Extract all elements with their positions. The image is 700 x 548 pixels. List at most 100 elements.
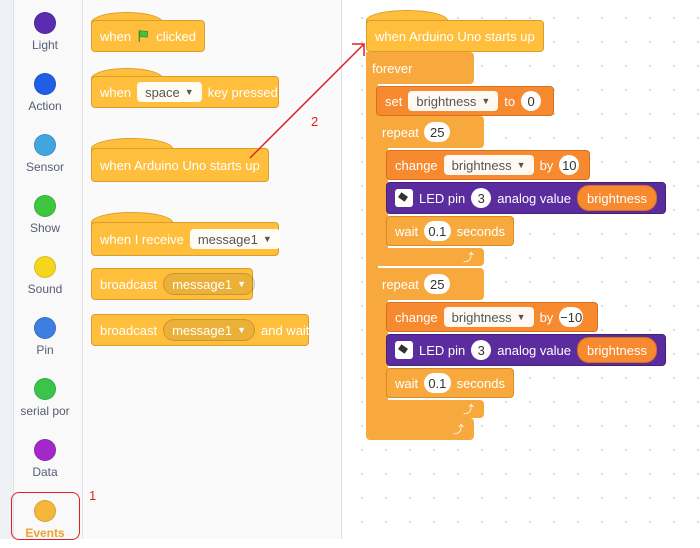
category-label: Pin	[36, 343, 54, 357]
category-label: Events	[25, 526, 65, 540]
block-text: analog value	[497, 190, 571, 206]
pin-category-icon	[34, 317, 56, 339]
category-show[interactable]: Show	[14, 183, 76, 243]
annotation-number-1: 1	[89, 488, 97, 503]
change-variable-block[interactable]: change brightness▼ by 10	[386, 150, 590, 180]
repeat-arm	[376, 300, 388, 404]
category-sensor[interactable]: Sensor	[14, 122, 76, 182]
when-arduino-starts-block[interactable]: when Arduino Uno starts up	[91, 148, 269, 182]
category-data[interactable]: Data	[14, 427, 76, 487]
block-text: wait	[395, 375, 419, 391]
change-variable-block[interactable]: change brightness▼ by −10	[386, 302, 598, 332]
action-category-icon	[34, 73, 56, 95]
set-variable-block[interactable]: set brightness▼ to 0	[376, 86, 554, 116]
wait-seconds-input[interactable]: 0.1	[424, 221, 451, 241]
broadcast-and-wait-block[interactable]: broadcast message1▼ and wait	[91, 314, 309, 346]
light-category-icon	[34, 12, 56, 34]
block-text: repeat	[382, 277, 419, 292]
brightness-reporter[interactable]: brightness	[576, 185, 657, 211]
brightness-reporter[interactable]: brightness	[576, 337, 657, 363]
block-text: set	[385, 93, 403, 109]
block-text: LED pin	[419, 190, 466, 206]
block-text: seconds	[456, 375, 505, 391]
green-flag-icon	[138, 30, 149, 42]
annotation-number-2: 2	[311, 114, 319, 129]
when-arduino-starts-block[interactable]: when Arduino Uno starts up	[366, 20, 544, 52]
block-text: change	[395, 157, 438, 173]
message-dropdown[interactable]: message1▼	[163, 273, 255, 295]
key-dropdown[interactable]: space▼	[137, 82, 202, 102]
block-text: by	[539, 309, 554, 325]
block-text: broadcast	[100, 322, 158, 338]
repeat-block[interactable]: repeat 25	[376, 116, 484, 148]
led-icon	[395, 341, 413, 359]
block-text: forever	[372, 61, 413, 76]
block-text: when I receive	[100, 231, 184, 247]
message-dropdown[interactable]: message1▼	[189, 229, 280, 249]
repeat-block[interactable]: repeat 25	[376, 268, 484, 300]
forever-block[interactable]: forever	[366, 52, 474, 84]
category-sound[interactable]: Sound	[14, 244, 76, 304]
repeat-arm	[376, 148, 388, 252]
serial-port-category-icon	[34, 378, 56, 400]
repeat-count-input[interactable]: 25	[424, 274, 451, 294]
category-action[interactable]: Action	[14, 61, 76, 121]
variable-dropdown[interactable]: brightness▼	[443, 155, 534, 175]
loop-arrow-icon: ⤴	[463, 404, 474, 416]
set-value-input[interactable]: 0	[521, 91, 542, 111]
category-label: Light	[31, 38, 59, 52]
chevron-down-icon: ▼	[237, 279, 246, 289]
block-text: key pressed	[207, 84, 278, 100]
annotation-highlight-box	[11, 492, 80, 540]
variable-dropdown[interactable]: brightness▼	[408, 91, 499, 111]
variable-dropdown[interactable]: brightness▼	[443, 307, 534, 327]
chevron-down-icon: ▼	[184, 87, 194, 97]
sensor-category-icon	[34, 134, 56, 156]
sidebar-scrollbar[interactable]	[0, 0, 14, 539]
sound-category-icon	[34, 256, 56, 278]
script-workspace[interactable]: when Arduino Uno starts up forever ⤴ set…	[342, 0, 700, 539]
wait-block[interactable]: wait 0.1 seconds	[386, 368, 514, 398]
pin-number-input[interactable]: 3	[471, 340, 492, 360]
wait-block[interactable]: wait 0.1 seconds	[386, 216, 514, 246]
category-light[interactable]: Light	[14, 0, 76, 60]
when-flag-clicked-block[interactable]: when clicked	[91, 20, 205, 52]
when-i-receive-block[interactable]: when I receive message1▼	[91, 222, 280, 256]
wait-seconds-input[interactable]: 0.1	[424, 373, 451, 393]
data-category-icon	[34, 439, 56, 461]
repeat-count-input[interactable]: 25	[424, 122, 451, 142]
block-palette: when clicked when space▼ key pressed whe…	[83, 0, 342, 539]
chevron-down-icon: ▼	[516, 160, 526, 170]
led-pin-analog-block[interactable]: LED pin 3 analog value brightness	[386, 182, 666, 214]
block-text: clicked	[156, 28, 196, 44]
category-label: Sensor	[25, 160, 65, 174]
block-text: change	[395, 309, 438, 325]
repeat-footer: ⤴	[376, 248, 484, 266]
block-text: when	[100, 84, 132, 100]
change-value-input[interactable]: −10	[559, 307, 583, 327]
when-key-pressed-block[interactable]: when space▼ key pressed	[91, 76, 279, 108]
category-label: Sound	[27, 282, 63, 296]
message-dropdown[interactable]: message1▼	[163, 319, 255, 341]
block-text: and wait	[261, 322, 310, 338]
pin-number-input[interactable]: 3	[471, 188, 492, 208]
category-sidebar: Light Action Sensor Show Sound Pin seria…	[0, 0, 83, 540]
chevron-down-icon: ▼	[481, 96, 491, 106]
forever-arm	[366, 84, 378, 428]
block-text: by	[539, 157, 554, 173]
chevron-down-icon: ▼	[262, 234, 272, 244]
block-text: when Arduino Uno starts up	[100, 157, 260, 173]
events-category-icon	[34, 500, 56, 522]
category-label: Action	[28, 99, 62, 113]
category-pin[interactable]: Pin	[14, 305, 76, 365]
category-events[interactable]: Events	[14, 488, 76, 548]
block-text: when Arduino Uno starts up	[375, 28, 535, 44]
category-label: Show	[29, 221, 61, 235]
led-pin-analog-block[interactable]: LED pin 3 analog value brightness	[386, 334, 666, 366]
category-label: serial por	[20, 404, 70, 418]
category-serial-port[interactable]: serial por	[14, 366, 76, 426]
change-value-input[interactable]: 10	[559, 155, 580, 175]
block-text: broadcast	[100, 276, 158, 292]
forever-footer: ⤴	[366, 418, 474, 440]
broadcast-block[interactable]: broadcast message1▼	[91, 268, 255, 300]
